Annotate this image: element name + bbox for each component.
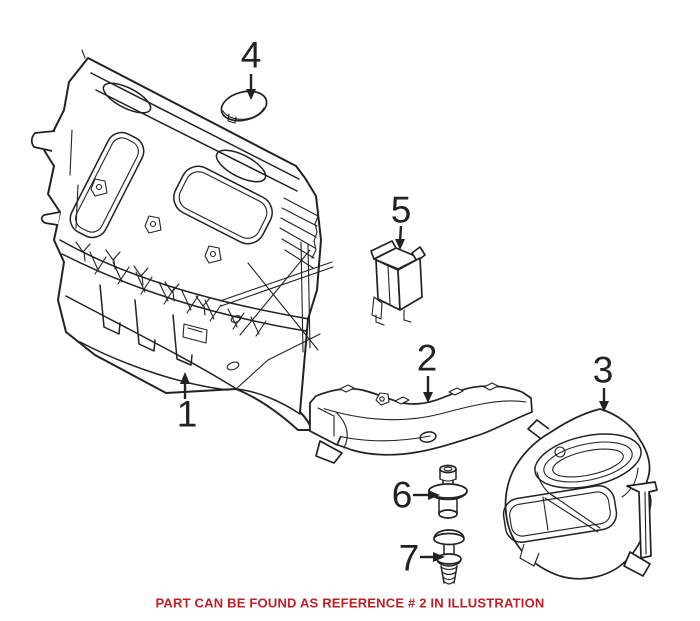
duct-hole [419,431,437,443]
left-tab [30,130,56,152]
kidney-opening-left [69,131,145,239]
rivet-drawing [420,529,465,585]
struts [219,241,334,353]
callout-number-4: 4 [240,34,262,76]
duct-clips [339,382,499,405]
callout-number-1: 1 [176,393,198,435]
cover-cap-drawing [220,74,268,124]
slat-supports [75,241,211,316]
beam-cutout [215,149,267,183]
box-slats [99,284,193,366]
front-panel-drawing [30,49,334,431]
mounting-tabs [90,178,222,264]
reference-caption: PART CAN BE FOUND AS REFERENCE # 2 IN IL… [155,595,545,611]
duct-opening [502,485,618,543]
callout-number-7: 7 [398,537,420,579]
air-duct-right-drawing [502,388,658,580]
air-duct-right-outline [504,408,652,580]
air-duct-center-drawing [309,376,533,464]
callout-number-5: 5 [390,189,412,231]
bracket-drawing [370,225,426,326]
kidney-opening-right [173,165,273,245]
arrow-to-part-5 [398,225,403,242]
callout-number-2: 2 [416,337,438,379]
front-panel-outline [43,57,322,431]
callout-number-3: 3 [592,349,614,391]
screw-drawing [413,464,468,519]
beam-cutout [102,82,152,114]
callout-number-6: 6 [391,474,413,516]
